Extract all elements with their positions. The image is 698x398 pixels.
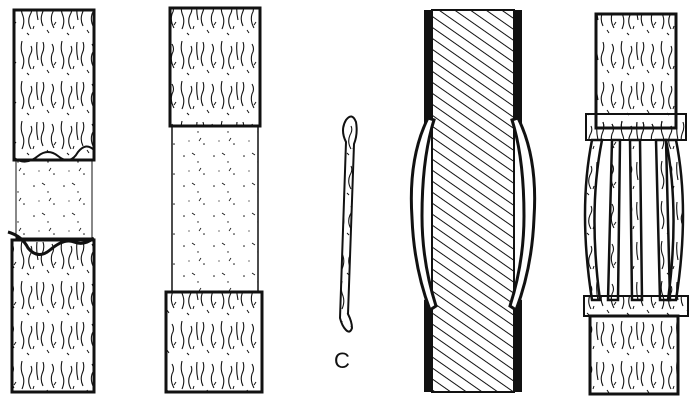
branch-upper-bark xyxy=(596,14,676,128)
scion-1 xyxy=(585,140,602,300)
branch-lower-bark xyxy=(166,292,262,392)
lower-cut-edge xyxy=(584,296,688,316)
branch-upper-bark xyxy=(170,8,260,126)
scion-stick xyxy=(340,116,357,331)
scion-2 xyxy=(608,140,620,300)
scion-3 xyxy=(630,140,642,300)
panel-b-ring-removed xyxy=(166,8,262,392)
branch-upper-bark xyxy=(14,10,94,160)
bark-right-upper xyxy=(514,10,522,130)
scion-set xyxy=(585,140,683,300)
exposed-wood-ring xyxy=(172,126,258,292)
scion-label: C xyxy=(334,348,350,373)
wound-exposed-wood xyxy=(16,160,92,238)
wood-section-hatched xyxy=(432,10,514,392)
branch-lower-bark xyxy=(590,316,678,394)
branch-lower-bark xyxy=(12,240,94,392)
panel-c-scion: C xyxy=(334,116,357,373)
panel-a-girdled-branch xyxy=(8,10,94,392)
upper-cut-edge xyxy=(586,114,686,140)
scion-4 xyxy=(656,140,670,300)
bark-left-upper xyxy=(424,10,432,130)
panel-e-multiple-scions xyxy=(584,14,688,394)
panel-d-graft-section xyxy=(411,10,534,392)
